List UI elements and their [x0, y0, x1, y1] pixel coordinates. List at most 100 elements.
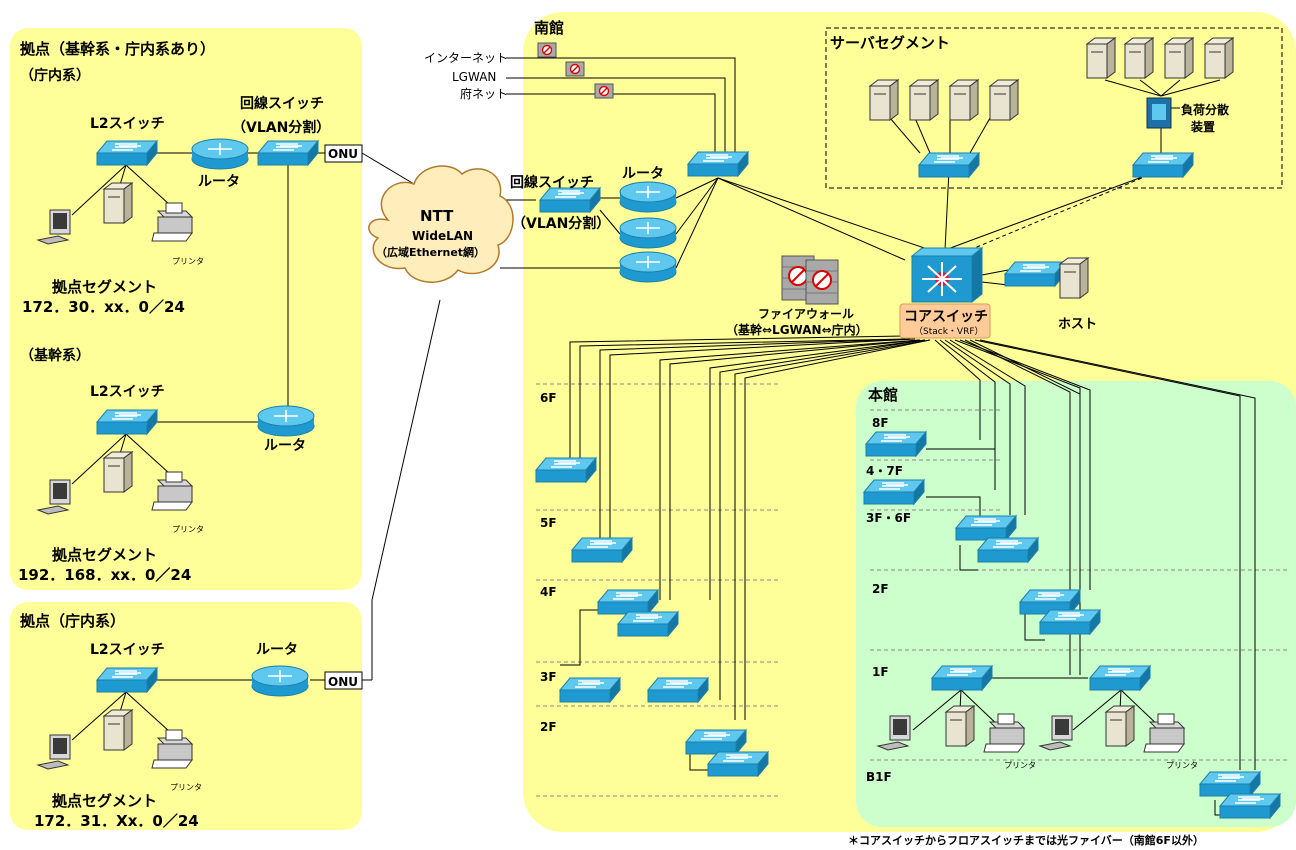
site-a-printer-label-2: プリンタ [172, 525, 204, 534]
cloud-line-3: （広域Ethernet網） [376, 245, 485, 259]
site-a-vlan-label: （VLAN分割） [232, 119, 330, 136]
south-line-switch-label: 回線スイッチ [510, 174, 594, 191]
site-a-printer-label-1: プリンタ [172, 257, 204, 266]
site-b-onu-label: ONU [328, 675, 358, 689]
south-2f-switch-2 [707, 751, 769, 777]
south-floor-3f: 3F [540, 670, 557, 684]
cloud-line-1: NTT [420, 207, 454, 225]
site-a-router-2 [257, 405, 315, 437]
ntt-cloud [368, 165, 514, 283]
main-printer-label-1: プリンタ [1004, 761, 1036, 770]
south-router-3 [619, 251, 677, 283]
main-floor-8f: 8F [872, 416, 889, 430]
site-b-onu [324, 671, 363, 690]
south-floor-5f: 5F [540, 516, 557, 530]
site-a-seg-addr-2: 192．168．xx．0／24 [18, 566, 191, 584]
server-2 [909, 79, 939, 121]
host-switch-1 [1004, 261, 1066, 287]
host-mainframe [1059, 257, 1089, 299]
main-b1f-switch-2 [1219, 793, 1281, 819]
south-line-switch [539, 187, 601, 213]
server-1 [869, 79, 899, 121]
server-segment-label: サーバセグメント [830, 34, 950, 52]
main-1f-server-2 [1105, 705, 1135, 747]
site-b-l2-label: L2スイッチ [90, 642, 165, 658]
south-4f-switch-1 [597, 589, 659, 615]
south-floor-4f: 4F [540, 585, 557, 599]
site-b-router [251, 665, 309, 697]
south-floor-6f: 6F [540, 391, 557, 405]
south-router-1 [619, 181, 677, 213]
site-a-line-switch-label: 回線スイッチ [240, 95, 324, 112]
server-segment-box [825, 27, 1283, 189]
south-3f-switch-2 [647, 677, 709, 703]
south-4f-switch-2 [617, 611, 679, 637]
server-3 [949, 79, 979, 121]
internet-label: インターネット [424, 51, 508, 65]
main-2f-switch-2 [1039, 609, 1101, 635]
firewall-fu-net [594, 83, 614, 99]
south-title: 南館 [534, 19, 564, 37]
fu-net-label: 府ネット [460, 86, 508, 101]
south-router-2 [619, 217, 677, 249]
main-firewall-2 [805, 259, 839, 305]
server-8 [1204, 37, 1234, 79]
south-3f-switch-1 [559, 677, 621, 703]
south-vlan-label: （VLAN分割） [512, 215, 610, 232]
main-title: 本館 [868, 386, 898, 404]
south-5f-switch [571, 537, 633, 563]
south-floor-2f: 2F [540, 720, 557, 734]
server-switch-1 [918, 152, 980, 178]
site-a-router-label-1: ルータ [198, 174, 240, 190]
main-1f-switch-1 [931, 665, 993, 691]
main-1f-switch-2 [1089, 665, 1151, 691]
site-a-chonai-label: （庁内系） [20, 67, 90, 84]
site-a-kikan-label: （基幹系） [20, 347, 90, 364]
site-a-seg-title-2: 拠点セグメント [52, 546, 157, 564]
firewall-internet [537, 42, 557, 58]
site-a-server-1 [103, 182, 133, 224]
main-printer-label-2: プリンタ [1166, 761, 1198, 770]
site-a-seg-title-1: 拠点セグメント [52, 278, 157, 296]
footnote: ＊コアスイッチからフロアスイッチまでは光ファイバー（南館6F以外） [848, 833, 1204, 847]
main-floor-1f: 1F [872, 665, 889, 679]
site-a-l2-label-1: L2スイッチ [90, 116, 165, 132]
site-a-server-2 [103, 451, 133, 493]
core-label: コアスイッチ [904, 309, 988, 325]
main-8f-switch [865, 431, 927, 457]
server-6 [1124, 37, 1154, 79]
south-6f-switch [535, 457, 597, 483]
server-7 [1164, 37, 1194, 79]
south-router-label: ルータ [622, 166, 664, 182]
site-a-l2-switch-1 [96, 140, 158, 166]
site-a-router-label-2: ルータ [264, 438, 306, 454]
south-floor-lines [536, 383, 780, 797]
site-a-onu [324, 144, 363, 163]
main-1f-server-1 [945, 705, 975, 747]
south-top-switch [687, 151, 749, 177]
server-switch-2 [1132, 152, 1194, 178]
cloud-line-2: WideLAN [412, 229, 473, 243]
host-label: ホスト [1058, 317, 1097, 332]
main-floor-2f: 2F [872, 582, 889, 596]
server-5 [1086, 37, 1116, 79]
core-switch-icon [910, 246, 984, 304]
site-b-seg-title: 拠点セグメント [52, 792, 157, 810]
lb-label-1: 負荷分散 [1181, 102, 1230, 117]
lgwan-label: LGWAN [452, 70, 496, 84]
main-floor-b1f: B1F [866, 770, 892, 784]
site-a-line-switch [257, 140, 319, 166]
south-2f-switch-1 [685, 729, 747, 755]
load-balancer [1146, 97, 1172, 129]
site-b-router-label: ルータ [256, 642, 298, 658]
site-a-title: 拠点（基幹系・庁内系あり） [20, 40, 215, 58]
site-b-seg-addr: 172．31．Xx．0／24 [34, 812, 199, 830]
core-sub-label: （Stack・VRF） [914, 326, 984, 337]
site-b-printer-label: プリンタ [170, 783, 202, 792]
site-b-area [10, 602, 362, 830]
lb-label-2: 装置 [1190, 119, 1215, 134]
main-36f-switch-2 [977, 537, 1039, 563]
links [71, 57, 1256, 816]
core-label-box [899, 303, 991, 339]
site-a-area [10, 28, 362, 590]
